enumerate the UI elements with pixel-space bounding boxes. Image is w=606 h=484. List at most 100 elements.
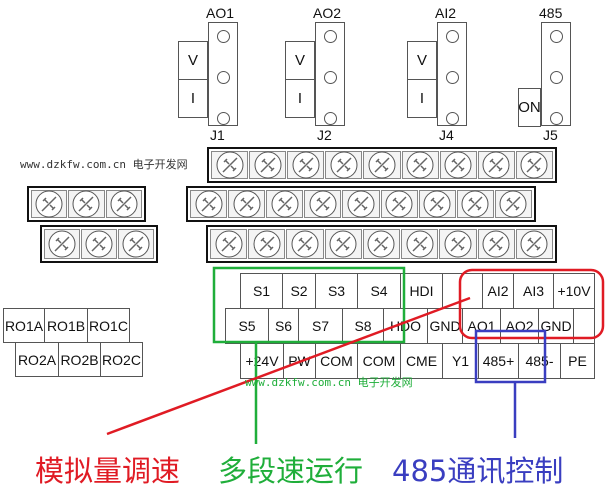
caption-multispeed: 多段速运行 <box>218 454 364 484</box>
screw-icon[interactable] <box>494 190 532 218</box>
screw-icon[interactable] <box>266 190 304 218</box>
screw-icon[interactable] <box>105 190 142 218</box>
jumper-id: J2 <box>317 127 332 143</box>
terminal-label: RO1C <box>87 308 130 343</box>
jumper-id: J4 <box>439 127 454 143</box>
pin-icon <box>446 112 459 125</box>
jumper-header[interactable] <box>208 22 238 126</box>
pin-icon <box>324 112 337 125</box>
jumper-header[interactable] <box>315 22 345 126</box>
screw-icon[interactable] <box>418 190 456 218</box>
terminal-label: RO1A <box>3 308 45 343</box>
terminal-label: RO2B <box>58 342 101 377</box>
screw-icon[interactable] <box>118 229 154 259</box>
jumper-id: J1 <box>210 127 225 143</box>
screw-icon[interactable] <box>515 151 553 179</box>
jumper-option: V <box>416 52 427 69</box>
screw-icon[interactable] <box>401 229 439 259</box>
terminal-label: S1 <box>240 273 283 309</box>
pin-icon <box>550 71 563 84</box>
screw-icon[interactable] <box>210 229 248 259</box>
screw-icon[interactable] <box>324 229 362 259</box>
screw-icon[interactable] <box>68 190 105 218</box>
screw-icon[interactable] <box>477 229 515 259</box>
terminal-label: COM <box>357 343 401 379</box>
jumper-label: AO1 <box>206 5 235 21</box>
screw-icon[interactable] <box>362 229 401 259</box>
screw-icon[interactable] <box>439 229 477 259</box>
screw-icon[interactable] <box>342 190 380 218</box>
screw-icon[interactable] <box>248 229 286 259</box>
jumper-label: AI2 <box>435 5 457 21</box>
terminal-label: RO1B <box>44 308 88 343</box>
terminal-label: S4 <box>357 273 401 309</box>
terminal-label: Y1 <box>442 343 479 379</box>
screw-terminal-block <box>206 225 557 263</box>
screw-icon[interactable] <box>439 151 477 179</box>
jumper-option: I <box>408 79 436 117</box>
screw-terminal-block <box>40 225 158 263</box>
pin-icon <box>550 30 563 43</box>
screw-icon[interactable] <box>190 190 228 218</box>
pin-icon <box>217 71 230 84</box>
screw-terminal-block <box>207 147 557 183</box>
analog-pointer-line <box>106 296 471 436</box>
screw-icon[interactable] <box>81 229 117 259</box>
terminal-label: CME <box>400 343 443 379</box>
jumper-option: I <box>179 79 207 117</box>
caption-rs485: 485通讯控制 <box>392 454 564 484</box>
screw-icon[interactable] <box>380 190 418 218</box>
screw-icon[interactable] <box>211 151 249 179</box>
jumper-header[interactable] <box>437 22 467 126</box>
jumper-header[interactable] <box>541 22 571 126</box>
screw-terminal-block <box>186 186 536 222</box>
jumper-id: J5 <box>543 127 558 143</box>
screw-icon[interactable] <box>304 190 342 218</box>
pin-icon <box>446 71 459 84</box>
terminal-label: AI3 <box>513 273 554 309</box>
terminal-label: AI2 <box>482 273 514 309</box>
pin-icon <box>324 30 337 43</box>
screw-icon[interactable] <box>363 151 401 179</box>
jumper-label: AO2 <box>313 5 342 21</box>
pin-icon <box>550 112 563 125</box>
terminal-label: +10V <box>553 273 595 309</box>
terminal-label: HDO <box>383 308 428 344</box>
jumper-option: ON <box>518 99 541 116</box>
jumper-label: 485 <box>539 5 563 21</box>
watermark-green: www.dzkfw.com.cn 电子开发网 <box>245 376 413 389</box>
jumper-option: V <box>294 52 305 69</box>
jumper-switch[interactable]: ON <box>518 88 541 127</box>
multispeed-highlight-box <box>212 266 406 344</box>
screw-icon[interactable] <box>401 151 439 179</box>
caption-analog-speed: 模拟量调速 <box>35 454 181 484</box>
screw-icon[interactable] <box>456 190 494 218</box>
terminal-label: HDI <box>400 273 443 309</box>
terminal-label: RO2C <box>100 342 143 377</box>
pin-icon <box>324 71 337 84</box>
screw-icon[interactable] <box>325 151 363 179</box>
screw-icon[interactable] <box>249 151 287 179</box>
watermark: www.dzkfw.com.cn 电子开发网 <box>20 158 188 171</box>
screw-icon[interactable] <box>44 229 80 259</box>
screw-icon[interactable] <box>286 229 324 259</box>
terminal-label: PE <box>560 343 595 379</box>
pin-icon <box>217 112 230 125</box>
screw-icon[interactable] <box>228 190 266 218</box>
terminal-label: S2 <box>282 273 316 309</box>
screw-icon[interactable] <box>477 151 515 179</box>
terminal-label: S5 <box>225 308 269 344</box>
screw-icon[interactable] <box>287 151 325 179</box>
terminal-label <box>442 273 483 309</box>
screw-icon[interactable] <box>515 229 553 259</box>
screw-icon[interactable] <box>31 190 68 218</box>
jumper-option: V <box>187 52 198 69</box>
analog-highlight-box <box>458 268 605 340</box>
terminal-label: S3 <box>315 273 358 309</box>
pin-icon <box>217 30 230 43</box>
